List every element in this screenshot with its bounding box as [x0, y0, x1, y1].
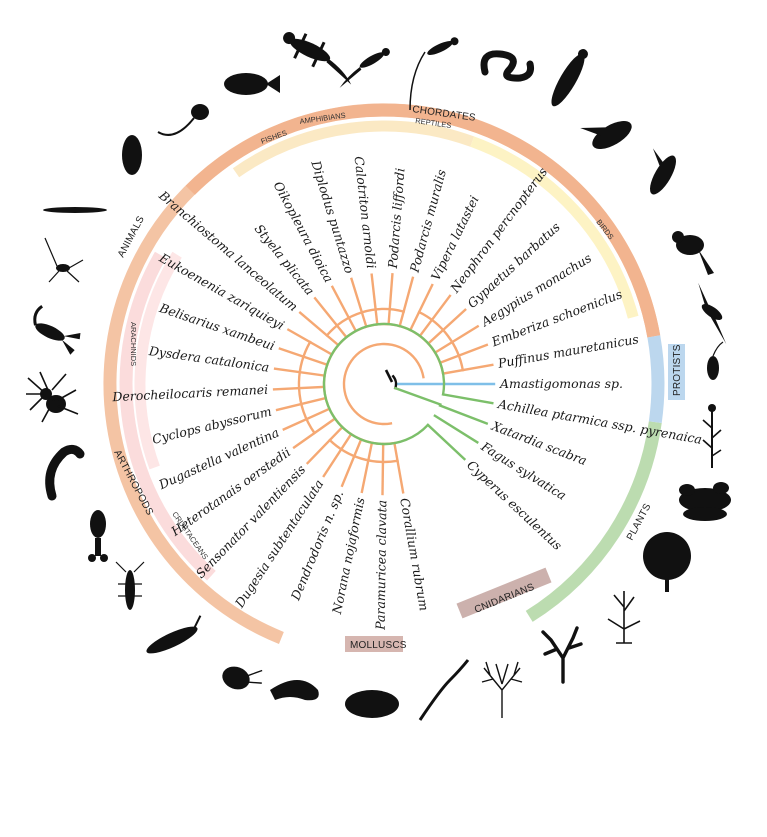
pseudoscorpion-silhouette [33, 305, 81, 355]
vertebrates-inner-ring [232, 120, 475, 178]
arthropods-inner-ring [119, 251, 216, 581]
species-label: Amastigomonas sp. [499, 376, 623, 391]
species-label: Paramuricea clavata [373, 500, 390, 631]
species-label: Calotriton arnoldi [352, 155, 380, 269]
vulture-silhouette [551, 49, 588, 107]
protists-ring [647, 335, 665, 424]
organism-silhouettes [26, 32, 731, 721]
species-label: Dysdera catalonica [147, 343, 270, 375]
plants-ring [525, 421, 662, 622]
tree-branch [328, 438, 399, 464]
amphipod-silhouette [222, 666, 263, 690]
tree-branch [322, 432, 353, 478]
group-label-molluscs: MOLLUSCS [350, 640, 407, 651]
tree-branch [298, 311, 340, 347]
tree-branch [325, 307, 406, 338]
dorid-silhouette [345, 690, 399, 718]
newt-silhouette [283, 32, 352, 85]
lizard-silhouette [339, 48, 390, 88]
tree-branch [426, 308, 467, 346]
tree-branch [417, 310, 465, 372]
spider-silhouette [26, 371, 79, 423]
shrimp-silhouette [115, 561, 145, 610]
mystacocarid-silhouette [45, 444, 85, 501]
lancelet-silhouette [43, 207, 107, 213]
red-coral-silhouette [541, 626, 583, 684]
tree-branch [342, 342, 425, 426]
molluscs-box [345, 636, 403, 652]
sea-squirt-silhouette [122, 135, 142, 175]
bearded-vulture-silhouette [580, 121, 632, 149]
tree-branch [297, 340, 317, 435]
tree-branch [441, 393, 494, 405]
tree-branch [433, 324, 480, 355]
shearwater-silhouette [698, 282, 727, 344]
tree-branch [381, 442, 385, 496]
umbellifer-silhouette [679, 482, 731, 521]
chordates-ring [185, 103, 661, 338]
fish-silhouette [224, 73, 280, 95]
tree-branch [433, 414, 479, 444]
tree-branch [426, 423, 467, 461]
tree-branch [393, 386, 442, 407]
palpigrade-silhouette [44, 237, 84, 283]
tree-branch [349, 277, 368, 329]
black-vulture-silhouette [650, 148, 676, 195]
lizard-silhouette-2 [427, 37, 459, 55]
tree-branch [391, 374, 398, 390]
tree-branch [387, 273, 394, 326]
sea-fan-silhouette [481, 661, 523, 718]
beech-tree-silhouette [643, 532, 691, 592]
cnidarians-box [456, 567, 552, 619]
birds-ring [470, 136, 639, 319]
species-label: Corallium rubrum [397, 497, 432, 612]
tree-branches [272, 273, 496, 496]
tree-branch [370, 273, 379, 326]
subgroup-label-arachnids: ARACHNIDS [129, 322, 138, 366]
yarrow-silhouette [702, 404, 722, 468]
tanaid-silhouette [146, 615, 202, 654]
root-mark [384, 369, 394, 383]
tree-branch [340, 437, 363, 488]
protists-box [668, 344, 685, 400]
tree-branch [360, 441, 374, 494]
protist-silhouette [707, 341, 724, 380]
tree-branch [438, 343, 489, 365]
lizard-tail-line [409, 51, 426, 111]
tree-branch [305, 425, 344, 465]
tree-branch [330, 285, 358, 333]
tree-branch [441, 363, 494, 375]
tree-branch [418, 294, 452, 338]
tree-branch [322, 322, 446, 446]
worm-silhouette [418, 659, 470, 721]
flatworm-silhouette [270, 680, 319, 701]
group-label-protists: PROTISTS [672, 344, 683, 396]
tree-branch [313, 296, 349, 339]
sedge-silhouette [607, 591, 641, 644]
tunicate-silhouette [157, 104, 209, 136]
tree-branch [408, 283, 434, 332]
arachnids-ring [134, 251, 182, 470]
species-label: Podarcis liffordi [385, 167, 408, 269]
group-rings [103, 103, 665, 645]
tree-branch [438, 403, 489, 425]
bunting-silhouette [672, 231, 714, 275]
copepod-silhouette [88, 510, 108, 562]
tree-branch [393, 441, 405, 494]
snake-silhouette [480, 50, 534, 82]
tree-branch [398, 276, 415, 328]
